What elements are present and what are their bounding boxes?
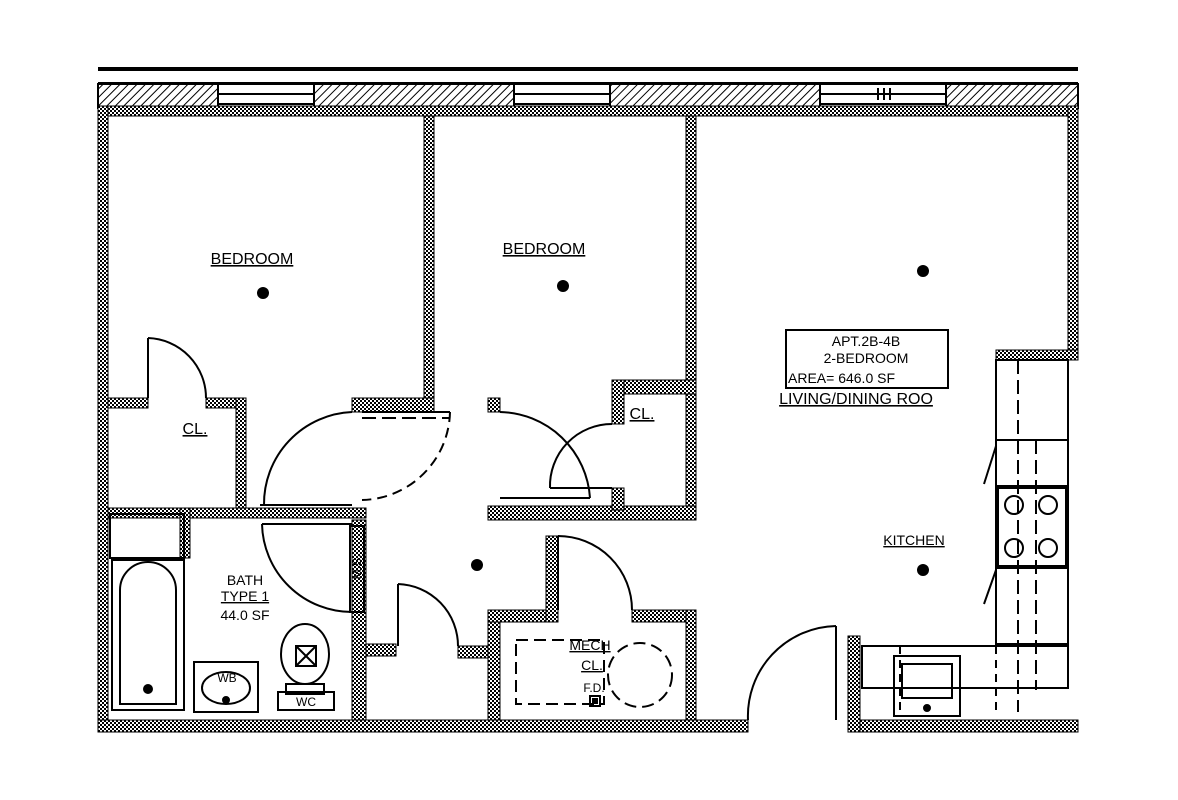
- room-labels: BEDROOM BEDROOM CL. CL. LIVING/DINING RO…: [183, 241, 945, 709]
- bath-label: BATH: [227, 572, 263, 588]
- closet-door: [147, 337, 207, 399]
- light-icon: [917, 564, 929, 576]
- unit-info-box: APT.2B-4B 2-BEDROOM AREA= 646.0 SF: [785, 329, 949, 389]
- mech-label: MECH: [569, 637, 610, 653]
- window: [513, 83, 611, 105]
- bedroom-label: BEDROOM: [503, 241, 586, 258]
- light-icon: [557, 280, 569, 292]
- hall-closet-door: [397, 583, 459, 647]
- light-icon: [917, 265, 929, 277]
- sliding-door: [361, 411, 451, 501]
- mech-door: [557, 535, 633, 611]
- closet-door: [548, 423, 613, 489]
- medicine-cabinet: [349, 525, 365, 613]
- fixtures: [109, 359, 1069, 717]
- walls: [97, 105, 1079, 733]
- window: [819, 83, 947, 105]
- water-heater-icon: [515, 639, 673, 708]
- bathtub-icon: [111, 559, 185, 711]
- sink-icon: [193, 661, 259, 713]
- wash-basin-label: WB: [217, 671, 236, 685]
- light-icon: [471, 559, 483, 571]
- light-icon: [257, 287, 269, 299]
- bath-door: [261, 523, 353, 613]
- closet-label: CL.: [630, 406, 655, 423]
- top-facade: [97, 67, 1079, 109]
- bath-type: TYPE 1: [221, 588, 269, 604]
- floor-drain-label: F.D.: [583, 681, 604, 695]
- closet-label: CL.: [183, 421, 208, 438]
- window: [217, 83, 315, 105]
- kitchen-sink-icon: [893, 655, 961, 717]
- mech-closet-label: CL.: [581, 657, 603, 673]
- doors: [147, 337, 997, 721]
- unit-area: AREA= 646.0 SF: [788, 370, 895, 386]
- medicine-cabinet-label: M.S.: [350, 555, 364, 580]
- water-closet-label: WC: [296, 695, 316, 709]
- unit-type: 2-BEDROOM: [824, 350, 909, 366]
- living-dining-label: LIVING/DINING ROO: [779, 391, 933, 408]
- bedroom-door: [260, 411, 353, 506]
- bedroom-door: [499, 411, 591, 499]
- ceiling-lights: [257, 265, 929, 576]
- bedroom-label: BEDROOM: [211, 251, 294, 268]
- toilet-icon: [277, 623, 335, 711]
- stove-icon: [997, 487, 1067, 567]
- kitchen-label: KITCHEN: [883, 532, 944, 548]
- unit-number: APT.2B-4B: [832, 333, 900, 349]
- entry-door: [746, 625, 837, 721]
- bath-area: 44.0 SF: [220, 607, 269, 623]
